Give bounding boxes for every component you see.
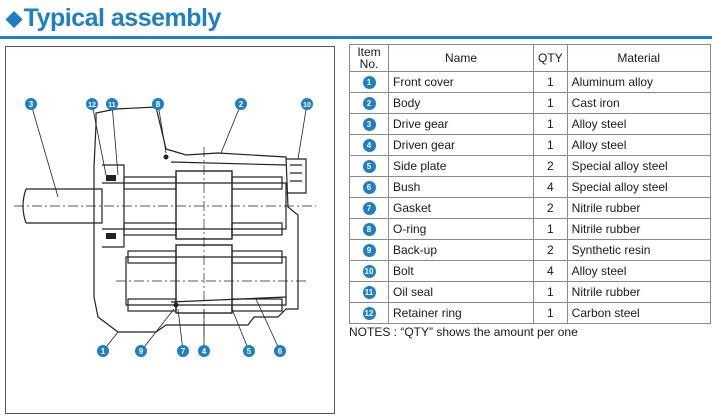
title-underline: [0, 36, 712, 39]
part-qty: 2: [533, 197, 568, 219]
svg-text:6: 6: [278, 347, 283, 356]
col-item-no: Item No.: [349, 44, 389, 72]
svg-text:8: 8: [156, 100, 161, 109]
part-name: Front cover: [388, 71, 534, 93]
part-qty: 1: [533, 218, 568, 240]
item-number-badge: 10: [362, 265, 376, 279]
item-number-badge: 4: [362, 139, 376, 153]
col-material: Material: [566, 44, 711, 72]
callout-labels: 3 12 11 8 2 10 1 9 7 4 5 6: [25, 98, 313, 357]
svg-text:12: 12: [88, 102, 96, 109]
section-title-text: Typical assembly: [23, 3, 222, 32]
part-material: Carbon steel: [566, 302, 711, 324]
part-material: Nitrile rubber: [566, 197, 711, 219]
item-number-badge: 12: [362, 307, 376, 321]
item-number-badge: 7: [362, 202, 376, 216]
col-name: Name: [388, 44, 534, 72]
part-name: O-ring: [388, 218, 534, 240]
part-material: Nitrile rubber: [566, 281, 711, 303]
part-qty: 4: [533, 260, 568, 282]
callout-11: 11: [106, 98, 118, 110]
part-material: Cast iron: [566, 92, 711, 114]
callout-12: 12: [86, 98, 98, 110]
svg-text:7: 7: [181, 347, 186, 356]
callout-1: 1: [97, 345, 109, 357]
part-qty: 4: [533, 176, 568, 198]
item-number-badge: 11: [362, 286, 376, 300]
part-qty: 1: [533, 134, 568, 156]
svg-text:9: 9: [139, 347, 144, 356]
callout-5: 5: [243, 345, 255, 357]
item-number-badge: 8: [362, 223, 376, 237]
col-qty: QTY: [533, 44, 568, 72]
part-name: Bolt: [388, 260, 534, 282]
item-number-badge: 3: [362, 118, 376, 132]
part-material: Nitrile rubber: [566, 218, 711, 240]
part-qty: 1: [533, 71, 568, 93]
part-qty: 1: [533, 113, 568, 135]
part-name: Back-up: [388, 239, 534, 261]
part-name: Driven gear: [388, 134, 534, 156]
part-name: Gasket: [388, 197, 534, 219]
callout-10: 10: [301, 98, 313, 110]
notes-text: NOTES : “QTY” shows the amount per one: [349, 325, 578, 339]
part-qty: 1: [533, 281, 568, 303]
item-number-badge: 5: [362, 160, 376, 174]
svg-text:5: 5: [247, 347, 252, 356]
part-qty: 1: [533, 92, 568, 114]
part-name: Oil seal: [388, 281, 534, 303]
part-material: Alloy steel: [566, 113, 711, 135]
part-material: Alloy steel: [566, 134, 711, 156]
item-number-badge: 1: [362, 76, 376, 90]
item-number-badge: 6: [362, 181, 376, 195]
part-name: Retainer ring: [388, 302, 534, 324]
assembly-drawing: 3 12 11 8 2 10 1 9 7 4 5 6: [5, 46, 335, 414]
callout-2: 2: [235, 98, 247, 110]
part-material: Synthetic resin: [566, 239, 711, 261]
table-header-row: Item No. Name QTY Material: [349, 44, 711, 72]
callout-7: 7: [177, 345, 189, 357]
part-name: Body: [388, 92, 534, 114]
svg-text:10: 10: [303, 102, 311, 109]
part-qty: 2: [533, 155, 568, 177]
callout-9: 9: [135, 345, 147, 357]
callout-3: 3: [25, 98, 37, 110]
svg-text:3: 3: [29, 100, 34, 109]
part-material: Special alloy steel: [566, 155, 711, 177]
part-material: Alloy steel: [566, 260, 711, 282]
part-name: Side plate: [388, 155, 534, 177]
callout-6: 6: [274, 345, 286, 357]
svg-text:11: 11: [108, 102, 116, 109]
item-number-badge: 2: [362, 97, 376, 111]
part-name: Bush: [388, 176, 534, 198]
callout-4: 4: [198, 345, 210, 357]
part-qty: 2: [533, 239, 568, 261]
item-number-badge: 9: [362, 244, 376, 258]
svg-text:4: 4: [202, 347, 207, 356]
pump-cross-section: 3 12 11 8 2 10 1 9 7 4 5 6: [14, 98, 316, 357]
part-name: Drive gear: [388, 113, 534, 135]
part-material: Special alloy steel: [566, 176, 711, 198]
callout-8: 8: [152, 98, 164, 110]
diamond-icon: ◆: [6, 6, 22, 30]
section-title: ◆ Typical assembly: [6, 3, 221, 33]
part-material: Aluminum alloy: [566, 71, 711, 93]
svg-text:2: 2: [239, 100, 244, 109]
svg-text:1: 1: [101, 347, 106, 356]
part-qty: 1: [533, 302, 568, 324]
